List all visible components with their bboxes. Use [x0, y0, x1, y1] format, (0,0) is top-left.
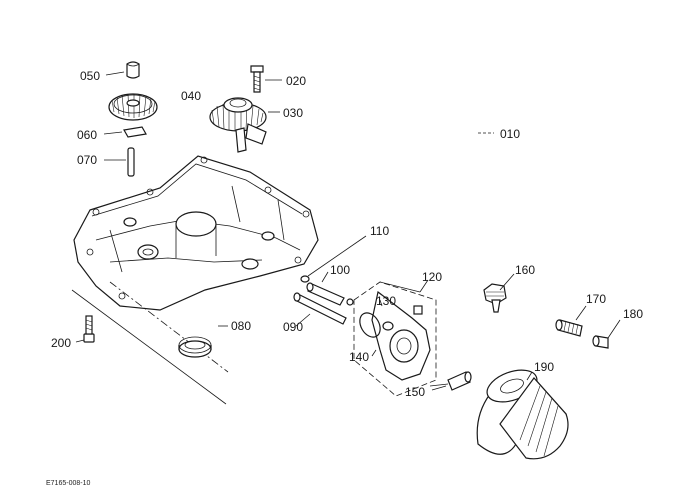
housing-baseline [71, 281, 229, 405]
label-160: 160 [515, 263, 535, 277]
label-020: 020 [286, 74, 306, 88]
part-190-filter [476, 369, 569, 460]
label-040: 040 [181, 89, 201, 103]
label-080: 080 [231, 319, 251, 333]
label-060: 060 [77, 128, 97, 142]
label-120: 120 [422, 270, 442, 284]
part-030-gear [209, 97, 267, 153]
part-080-seal [178, 336, 212, 358]
label-110: 110 [370, 224, 389, 238]
label-050: 050 [80, 69, 100, 83]
part-020-bolt [250, 65, 264, 93]
label-100: 100 [330, 263, 350, 277]
label-010: 010 [500, 127, 520, 141]
label-170: 170 [586, 292, 606, 306]
part-140-pump-body [353, 281, 437, 397]
part-060-key [123, 126, 147, 138]
part-040-gear [108, 93, 158, 121]
label-090: 090 [283, 320, 303, 334]
label-140: 140 [349, 350, 369, 364]
label-150: 150 [405, 385, 425, 399]
part-010-housing [73, 155, 319, 311]
leader-lines [75, 71, 621, 391]
part-070-pin [127, 147, 135, 177]
part-100-pipe [306, 282, 354, 306]
part-180-plug [592, 335, 609, 349]
part-090-pipe [293, 292, 347, 325]
part-050-plug [126, 61, 140, 79]
label-130: 130 [376, 294, 396, 308]
label-190: 190 [534, 360, 554, 374]
part-110-oring [300, 275, 310, 283]
part-150-valve [429, 371, 472, 391]
part-130-gasket [359, 305, 423, 338]
part-200-bolt [83, 315, 95, 343]
label-030: 030 [283, 106, 303, 120]
figure-reference: E7165-008-10 [46, 480, 90, 487]
label-070: 070 [77, 153, 97, 167]
label-180: 180 [623, 307, 643, 321]
label-200: 200 [51, 336, 71, 350]
part-170-nipple [555, 319, 583, 337]
part-160-switch [483, 283, 507, 313]
